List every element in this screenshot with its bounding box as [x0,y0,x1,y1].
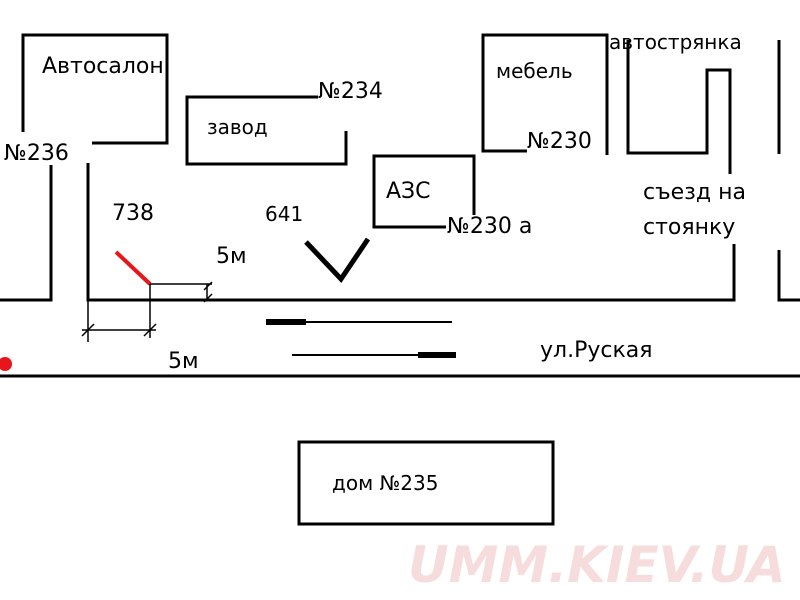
mebel-building [481,33,609,155]
label-dist-lower: 5м [168,349,199,374]
label-n236: №236 [4,141,69,166]
label-street: ул.Руская [540,338,652,363]
azs-building [372,154,476,229]
label-dist-upper: 5м [216,244,247,269]
vehicle-738-mark [114,250,152,286]
vehicle-641-mark [304,237,371,283]
label-dom-235: дом №235 [332,471,438,495]
label-641: 641 [265,202,303,226]
red-point-marker [0,357,12,371]
label-mebel: мебель [496,59,573,83]
label-avtostoyanka: автострянка [609,30,742,54]
label-sezd-line1: съезд на [643,180,746,205]
label-n234: №234 [318,79,383,104]
dimension-lower [81,300,157,342]
label-azs: АЗС [386,179,431,204]
autosalon-building [21,33,169,145]
watermark-text: UMM.KIEV.UA [408,536,786,594]
label-738: 738 [112,201,154,226]
label-sezd-line2: стоянку [643,215,735,240]
left-plot-outline [0,165,53,302]
dimension-upper [149,281,213,338]
road-upper-edge [86,163,736,302]
label-zavod: завод [207,115,268,139]
label-n230a: №230 а [447,214,532,239]
parking-outline [626,40,732,174]
dom-235-building [297,440,555,526]
parking-exit-wall [777,250,800,302]
zavod-building [185,95,348,166]
label-n230: №230 [527,129,592,154]
label-autosalon: Автосалон [42,54,164,79]
